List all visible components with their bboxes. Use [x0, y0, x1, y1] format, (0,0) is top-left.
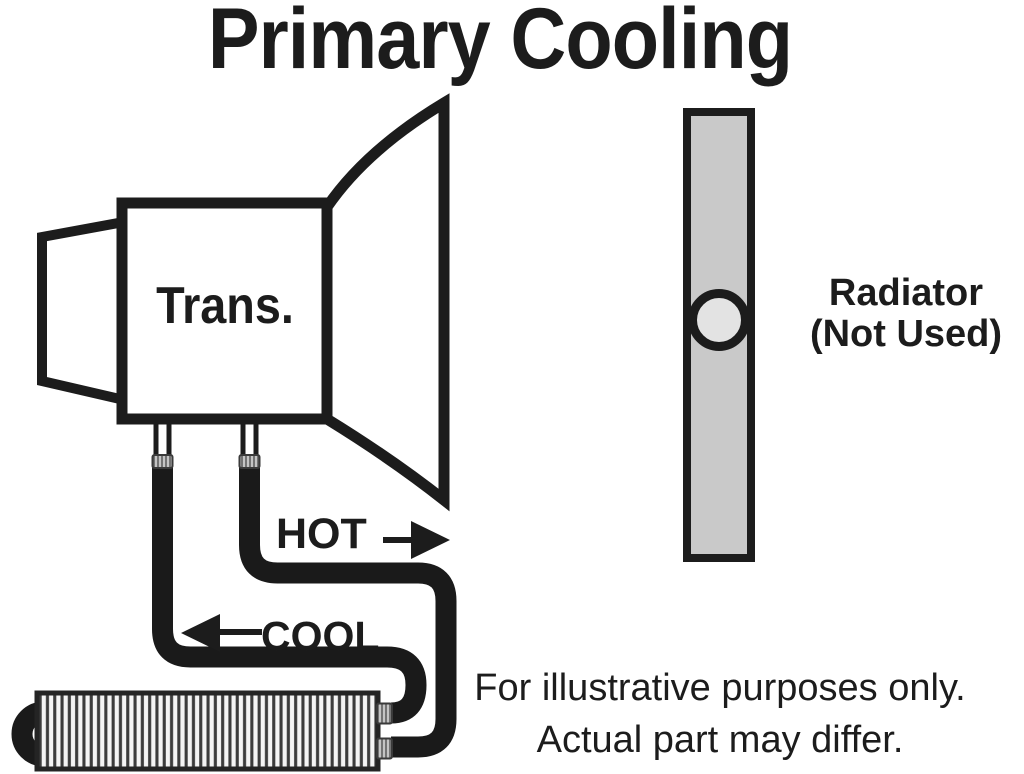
radiator-label: Radiator (Not Used)	[781, 272, 1024, 356]
radiator-cap-circle	[688, 289, 750, 351]
cool-flow-arrow	[181, 614, 262, 652]
cooler-bottom-fitting-nut	[376, 737, 393, 760]
hot-label: HOT	[276, 510, 367, 558]
cooler-top-fitting-nut	[376, 702, 393, 725]
bell-housing	[321, 93, 450, 512]
disclaimer-text: For illustrative purposes only. Actual p…	[430, 663, 1010, 766]
radiator-label-line1: Radiator	[828, 272, 984, 314]
cooler-finned-body	[34, 690, 381, 772]
disclaimer-line2: Actual part may differ.	[536, 718, 904, 761]
cool-arrow-head	[181, 614, 220, 652]
tail-housing	[37, 216, 129, 407]
hot-arrow-shaft	[383, 537, 421, 543]
hot-supply-hose	[239, 459, 457, 758]
left-fitting-nut	[151, 454, 174, 469]
right-fitting-nut	[238, 454, 261, 469]
transmission-label: Trans.	[156, 277, 294, 335]
hot-arrow-head	[411, 521, 450, 559]
hot-flow-arrow	[383, 521, 450, 559]
cool-return-hose	[152, 459, 427, 724]
page-title: Primary Cooling	[207, 0, 793, 87]
radiator-label-line2: (Not Used)	[809, 313, 1003, 356]
disclaimer-line1: For illustrative purposes only.	[474, 667, 966, 709]
cool-arrow-shaft	[216, 629, 262, 635]
transmission-body	[116, 197, 333, 425]
cool-label: COOL	[261, 613, 380, 659]
